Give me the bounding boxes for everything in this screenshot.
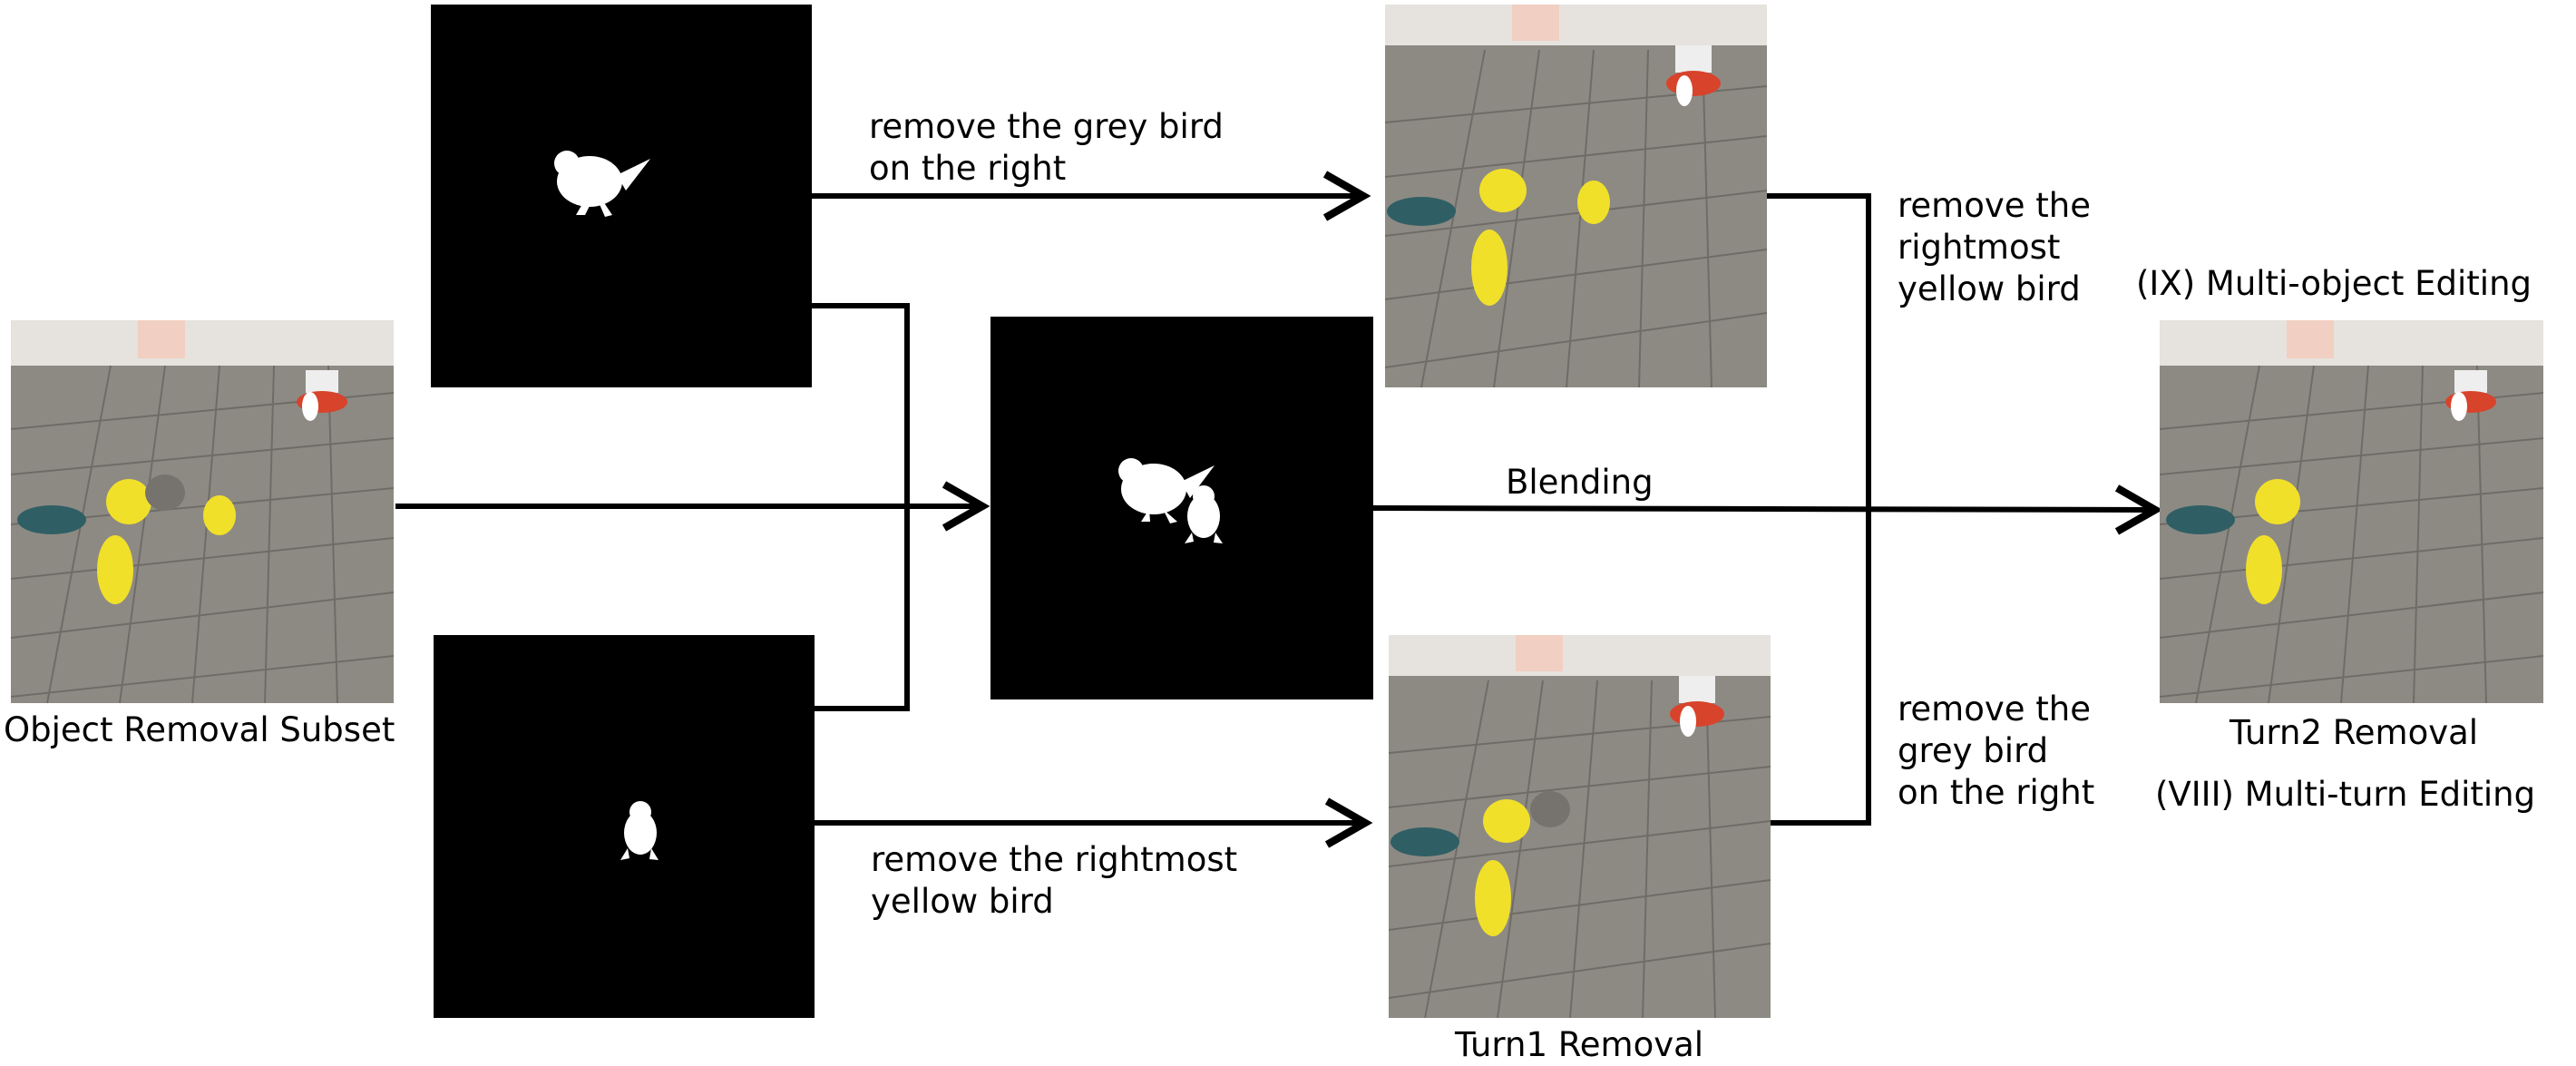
source-label: Object Removal Subset <box>4 710 395 749</box>
multi-object-label: (IX) Multi-object Editing <box>2136 264 2532 303</box>
bracket-masks <box>812 303 910 711</box>
mask-blended <box>990 317 1373 699</box>
result-yellow-removed <box>1389 635 1771 1018</box>
arrow-blend-to-final <box>1372 484 2163 535</box>
instruction-turn2-top: remove the rightmost yellow bird <box>1898 186 2091 308</box>
turn1-label: Turn1 Removal <box>1455 1025 1704 1064</box>
blending-label: Blending <box>1506 463 1654 502</box>
turn2-label: Turn2 Removal <box>2230 713 2479 752</box>
blended-birds-silhouette-icon <box>1118 458 1223 543</box>
grey-bird-silhouette-icon <box>554 151 650 217</box>
source-image <box>11 320 394 703</box>
instruction-bottom: remove the rightmost yellow bird <box>871 840 1238 921</box>
multi-turn-label: (VIII) Multi-turn Editing <box>2155 775 2536 814</box>
instruction-top: remove the grey bird on the right <box>869 107 1224 188</box>
result-grey-removed <box>1385 5 1767 387</box>
instruction-turn2-bottom: remove the grey bird on the right <box>1898 689 2095 812</box>
final-result-image <box>2160 320 2543 703</box>
yellow-bird-silhouette-icon <box>620 801 659 860</box>
mask-yellow-bird <box>434 635 815 1018</box>
bracket-results <box>1767 193 1871 826</box>
mask-grey-bird <box>431 5 812 387</box>
